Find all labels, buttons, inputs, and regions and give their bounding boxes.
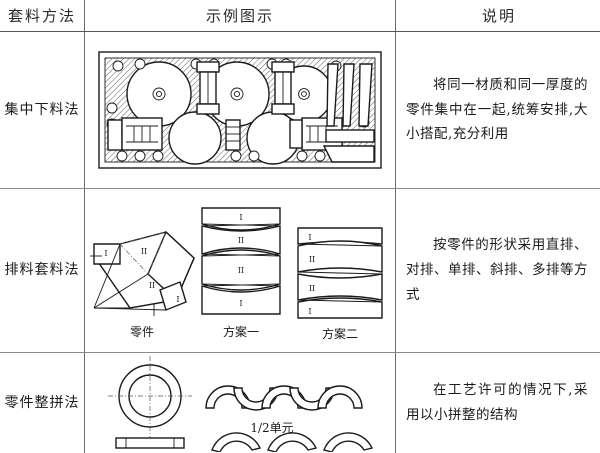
figure-cell-2: I II II I 零件 bbox=[85, 189, 396, 353]
header-cell-figure: 示例图示 bbox=[85, 0, 396, 32]
part-label-I-1: I bbox=[104, 249, 107, 258]
header-cell-description: 说明 bbox=[396, 0, 600, 32]
scheme-two-label-4: I bbox=[308, 307, 311, 316]
lower-arcs-group bbox=[212, 433, 372, 452]
description-text-2: 按零件的形状采用直排、对排、单排、斜排、多排等方式 bbox=[396, 233, 600, 308]
description-cell-2: 按零件的形状采用直排、对排、单排、斜排、多排等方式 bbox=[396, 189, 600, 353]
scheme-one-label-2: II bbox=[238, 236, 244, 245]
scheme-two-label-3: II bbox=[309, 284, 315, 293]
ring-assembly-figure: 1/2单元 bbox=[85, 354, 395, 452]
part-label-I-2: I bbox=[176, 295, 179, 304]
figure-caption-scheme-one: 方案一 bbox=[223, 324, 259, 339]
ring-assembly-diagram: 1/2单元 bbox=[94, 354, 386, 452]
method-label-1: 集中下料法 bbox=[0, 101, 84, 119]
method-cell-2: 排料套料法 bbox=[0, 189, 85, 353]
description-text-3: 在工艺许可的情况下,采用以小拼整的结构 bbox=[396, 378, 600, 428]
part-label-II-2: II bbox=[149, 281, 155, 290]
method-label-2: 排料套料法 bbox=[0, 261, 84, 279]
figure-cell-3: 1/2单元 bbox=[85, 353, 396, 453]
description-text-1: 将同一材质和同一厚度的零件集中在一起,统筹安排,大小搭配,充分利用 bbox=[396, 73, 600, 148]
table-row: 集中下料法 bbox=[0, 32, 600, 189]
method-cell-3: 零件整拼法 bbox=[0, 353, 85, 453]
figure-caption-part: 零件 bbox=[130, 325, 154, 339]
part-label-II-1: II bbox=[141, 247, 147, 256]
scheme-one-label-1: I bbox=[239, 213, 242, 222]
table-header-row: 套料方法 示例图示 说明 bbox=[0, 0, 600, 32]
method-cell-1: 集中下料法 bbox=[0, 32, 85, 189]
concentrated-blanking-diagram bbox=[96, 46, 384, 174]
figure-cell-1 bbox=[85, 32, 396, 189]
scheme-two-label-2: II bbox=[309, 255, 315, 264]
header-cell-method: 套料方法 bbox=[0, 0, 85, 32]
strip-nesting-diagram: I II II I 零件 bbox=[90, 196, 390, 346]
method-label-3: 零件整拼法 bbox=[0, 394, 84, 412]
scheme-one-group: I II II I 方案一 bbox=[202, 208, 280, 339]
table-row: 零件整拼法 bbox=[0, 353, 600, 453]
header-label-method: 套料方法 bbox=[0, 5, 84, 26]
description-cell-3: 在工艺许可的情况下,采用以小拼整的结构 bbox=[396, 353, 600, 453]
part-shape-group: I II II I 零件 bbox=[90, 232, 194, 339]
scheme-two-group: I II II I 方案二 bbox=[298, 228, 382, 341]
scheme-one-label-4: I bbox=[239, 299, 242, 308]
description-cell-1: 将同一材质和同一厚度的零件集中在一起,统筹安排,大小搭配,充分利用 bbox=[396, 32, 600, 189]
ring-group bbox=[108, 356, 192, 448]
nesting-layout-figure bbox=[85, 46, 395, 174]
table-row: 排料套料法 bbox=[0, 189, 600, 353]
half-unit-arcs-group: 1/2单元 bbox=[206, 386, 362, 435]
scheme-one-label-3: II bbox=[238, 266, 244, 275]
header-label-figure: 示例图示 bbox=[85, 5, 395, 26]
strip-nesting-figure: I II II I 零件 bbox=[85, 196, 395, 346]
header-label-description: 说明 bbox=[396, 5, 600, 26]
scheme-two-label-1: I bbox=[308, 233, 311, 242]
figure-caption-scheme-two: 方案二 bbox=[322, 326, 358, 341]
